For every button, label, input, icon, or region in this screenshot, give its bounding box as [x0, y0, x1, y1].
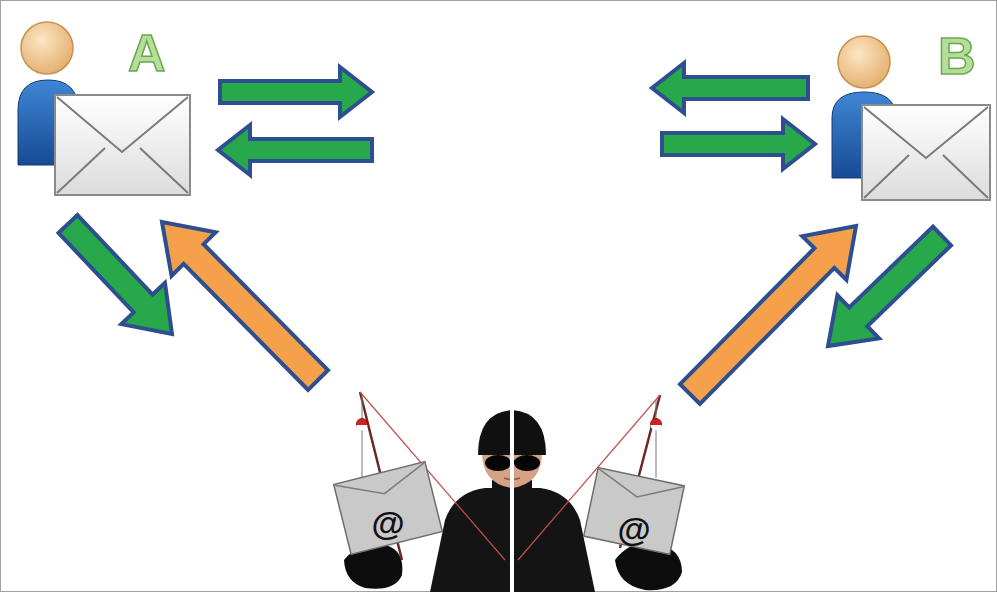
message-arrow [162, 222, 328, 390]
sunglasses [514, 455, 540, 471]
arrow-shape [220, 67, 372, 117]
envelope-icon [55, 95, 190, 195]
email-symbol: @ [617, 512, 650, 546]
bobber [651, 419, 662, 430]
email-symbol: @ [371, 506, 404, 540]
arrow-shape [652, 63, 808, 113]
envelope-flap [864, 107, 988, 198]
envelope-flap [57, 97, 188, 193]
bobber [357, 419, 368, 430]
bobber [651, 425, 662, 431]
message-arrow [218, 63, 808, 175]
envelope-body [334, 462, 443, 555]
user-node: A [10, 15, 200, 205]
user-head [21, 22, 73, 74]
envelope-flap [595, 469, 683, 506]
envelope-flap [335, 463, 429, 505]
envelope-icon [862, 105, 990, 200]
fishing-line [362, 396, 363, 478]
user-icon [18, 22, 190, 195]
user-node: B [820, 20, 992, 205]
message-arrow [59, 215, 172, 334]
envelope-shape [584, 468, 685, 555]
user-letter: B [938, 30, 976, 82]
arrow-shape [218, 125, 372, 175]
user-head [838, 36, 890, 88]
arrow-shape [162, 222, 328, 390]
divider-line [510, 406, 514, 592]
arrow-shape [680, 226, 856, 404]
user-letter: A [128, 27, 166, 79]
message-arrow [680, 226, 856, 404]
arrow-shape [59, 215, 172, 334]
envelope-shape [334, 462, 443, 555]
bobber [357, 425, 368, 431]
arrow-shape [662, 119, 815, 169]
fishing-line [656, 400, 657, 478]
email-envelope: @ [333, 462, 443, 554]
envelope-body [584, 468, 685, 555]
sunglasses [485, 455, 511, 471]
email-envelope: @ [582, 466, 686, 556]
